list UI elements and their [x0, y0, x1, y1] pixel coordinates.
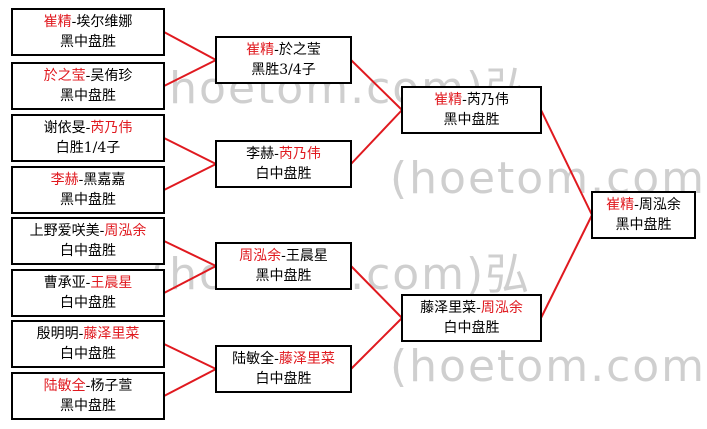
player-1: 崔精: [606, 197, 635, 213]
player-2: 於之莹: [278, 42, 321, 58]
match-result: 白中盘胜: [255, 166, 312, 182]
match-box-r3m1: 崔精-芮乃伟 黑中盘胜: [401, 86, 542, 134]
player-2: 吴侑珍: [90, 68, 133, 84]
player-1: 陆敏全: [43, 378, 86, 394]
match-result: 黑中盘胜: [60, 192, 116, 208]
connector-r1m4-r2m2: [163, 163, 217, 191]
match-result: 白中盘胜: [443, 320, 500, 336]
player-1: 周泓余: [239, 248, 282, 264]
player-2: 王晨星: [90, 275, 133, 291]
match-result: 黑中盘胜: [60, 88, 116, 104]
player-1: 崔精: [434, 92, 463, 108]
match-result: 白胜1/4子: [55, 140, 121, 156]
match-result: 黑中盘胜: [60, 34, 116, 50]
connector-r2m4-r3m2: [350, 317, 403, 370]
match-box-r1m2: 於之莹-吴侑珍 黑中盘胜: [11, 62, 165, 110]
match-result: 白中盘胜: [255, 371, 312, 387]
match-box-r1m4: 李赫-黑嘉嘉 黑中盘胜: [11, 166, 165, 214]
player-2: 周泓余: [104, 223, 147, 239]
match-result: 白中盘胜: [60, 243, 116, 259]
match-box-r1m3: 谢依旻-芮乃伟 白胜1/4子: [11, 114, 165, 162]
match-result: 白中盘胜: [60, 346, 116, 362]
player-2: 王晨星: [285, 248, 328, 264]
match-result: 黑胜3/4子: [251, 62, 316, 78]
match-box-r1m8: 陆敏全-杨子萱 黑中盘胜: [11, 372, 165, 420]
match-result: 黑中盘胜: [255, 268, 312, 284]
connector-r3m1-final: [540, 109, 593, 216]
player-2: 周泓余: [638, 197, 681, 213]
connector-r1m6-r2m3: [163, 265, 217, 294]
player-1: 藤泽里菜: [420, 300, 477, 316]
player-2: 藤泽里菜: [278, 351, 335, 367]
player-1: 谢依旻: [43, 120, 86, 136]
player-2: 黑嘉嘉: [83, 172, 126, 188]
connector-r1m7-r2m4: [163, 343, 217, 370]
player-1: 殷明明: [36, 326, 79, 342]
match-result: 黑中盘胜: [443, 112, 500, 128]
player-1: 陆敏全: [232, 351, 275, 367]
connector-r1m8-r2m4: [163, 368, 217, 397]
player-2: 杨子萱: [90, 378, 133, 394]
match-box-r2m3: 周泓余-王晨星 黑中盘胜: [215, 242, 352, 290]
match-box-r2m4: 陆敏全-藤泽里菜 白中盘胜: [215, 345, 352, 393]
player-1: 曹承亚: [43, 275, 86, 291]
connector-r1m1-r2m1: [163, 31, 217, 61]
player-1: 崔精: [43, 14, 72, 30]
player-2: 埃尔维娜: [76, 14, 133, 30]
player-2: 芮乃伟: [90, 120, 133, 136]
player-2: 芮乃伟: [466, 92, 509, 108]
player-2: 藤泽里菜: [83, 326, 140, 342]
connector-r2m1-r3m1: [350, 59, 403, 111]
player-2: 芮乃伟: [278, 146, 321, 162]
player-1: 崔精: [246, 42, 275, 58]
connector-r2m2-r3m1: [350, 109, 403, 165]
match-box-r1m6: 曹承亚-王晨星 白中盘胜: [11, 269, 165, 317]
match-box-r1m1: 崔精-埃尔维娜 黑中盘胜: [11, 8, 165, 56]
match-box-r1m7: 殷明明-藤泽里菜 白中盘胜: [11, 320, 165, 368]
match-result: 白中盘胜: [60, 295, 116, 311]
player-1: 李赫: [50, 172, 79, 188]
player-1: 於之莹: [43, 68, 86, 84]
match-box-final: 崔精-周泓余 黑中盘胜: [591, 191, 696, 239]
player-1: 李赫: [246, 146, 275, 162]
connector-r1m5-r2m3: [163, 240, 217, 267]
match-box-r2m2: 李赫-芮乃伟 白中盘胜: [215, 140, 352, 188]
match-box-r1m5: 上野爱咲美-周泓余 白中盘胜: [11, 217, 165, 265]
connector-r2m3-r3m2: [350, 265, 403, 319]
connector-r1m2-r2m1: [163, 59, 217, 87]
match-result: 黑中盘胜: [615, 217, 672, 233]
player-2: 周泓余: [480, 300, 523, 316]
match-box-r3m2: 藤泽里菜-周泓余 白中盘胜: [401, 294, 542, 342]
connector-r1m3-r2m2: [163, 137, 217, 165]
match-result: 黑中盘胜: [60, 398, 116, 414]
player-1: 上野爱咲美: [29, 223, 100, 239]
connector-r3m2-final: [540, 214, 593, 319]
match-box-r2m1: 崔精-於之莹 黑胜3/4子: [215, 36, 352, 84]
